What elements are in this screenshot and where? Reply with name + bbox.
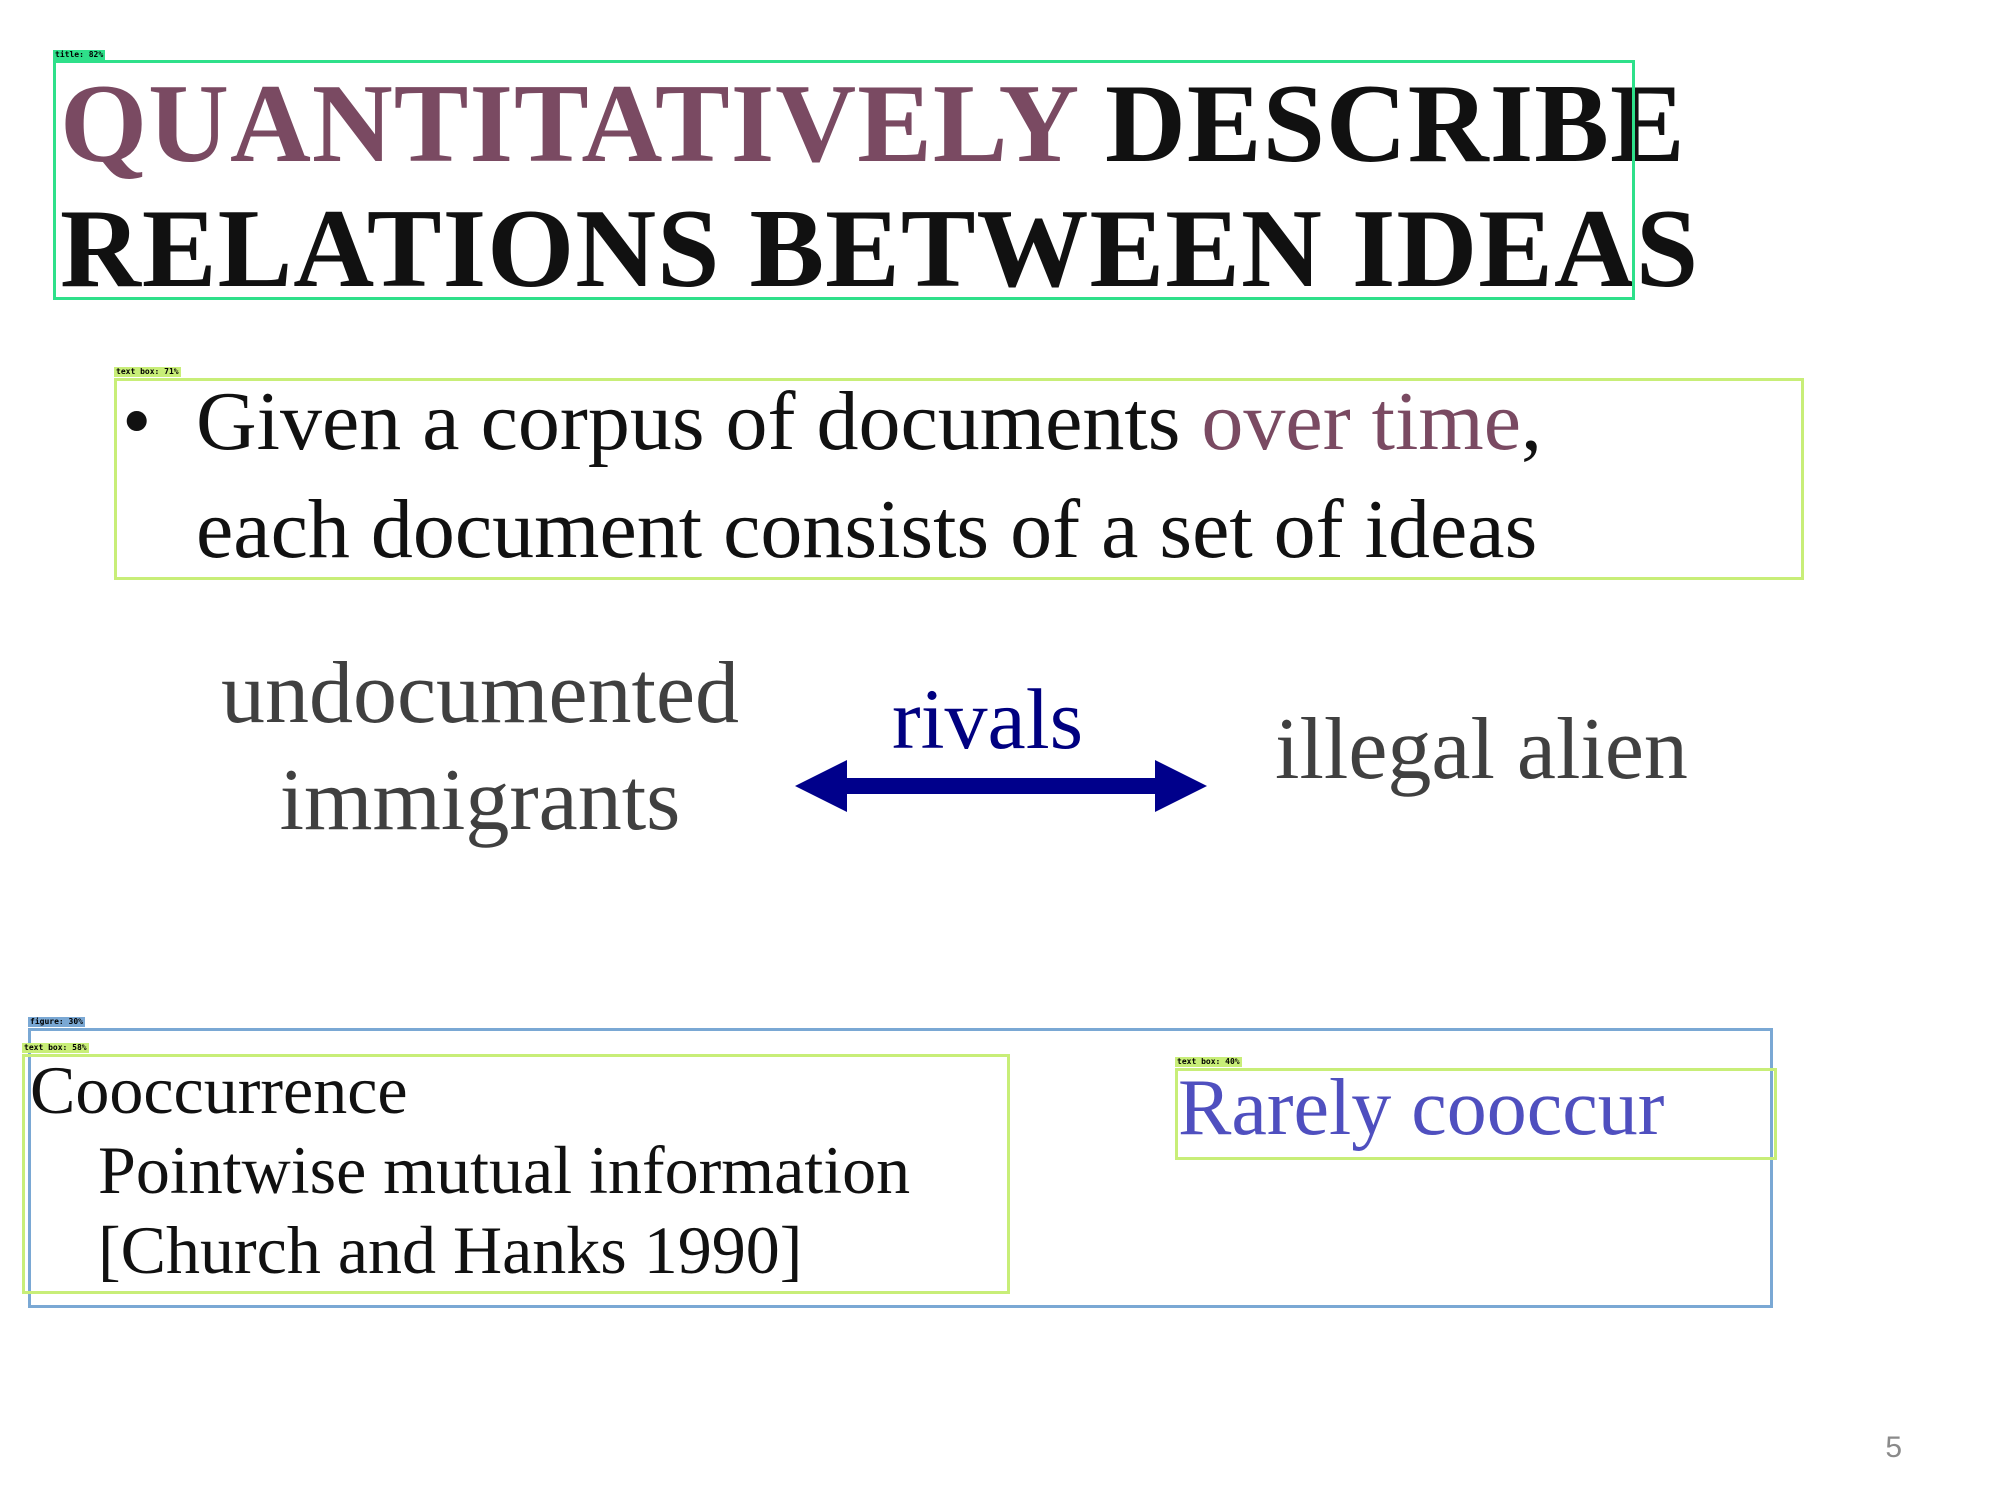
bullet-marker: • (122, 375, 152, 468)
title-line-1-rest: DESCRIBE (1105, 62, 1686, 186)
slide-title-line-2: RELATIONS BETWEEN IDEAS (60, 187, 1700, 311)
detection-label-main-text: text box: 71% (114, 367, 181, 377)
slide-title-line-1: QUANTITATIVELY DESCRIBE (60, 68, 1686, 180)
detection-label-cooccurrence: text box: 58% (22, 1043, 89, 1053)
detection-label-title: title: 82% (53, 50, 106, 60)
figure-sub-pmi: Pointwise mutual information (98, 1132, 911, 1208)
detection-box-cooccurrence (22, 1054, 1010, 1294)
title-highlight-word: QUANTITATIVELY (60, 62, 1077, 186)
detection-box-title (53, 60, 1635, 300)
figure-heading-cooccurrence: Cooccurrence (30, 1052, 408, 1128)
double-arrow-icon (795, 760, 1207, 812)
bullet-line-1-comma: , (1520, 375, 1542, 468)
concept-left-line-2: immigrants (279, 752, 681, 850)
concept-illegal-alien: illegal alien (1275, 701, 1688, 798)
relation-label-rivals: rivals (892, 671, 1084, 767)
bullet-line-1: Given a corpus of documents over time, (196, 380, 1542, 464)
page-number: 5 (1885, 1431, 1902, 1464)
detection-box-figure (28, 1028, 1773, 1308)
detection-box-main-text (114, 378, 1804, 580)
detection-label-figure: figure: 30% (28, 1017, 85, 1027)
detection-label-rarely-cooccur: text box: 40% (1175, 1057, 1242, 1067)
figure-caption-rarely-cooccur: Rarely cooccur (1178, 1064, 1665, 1152)
bullet-line-2: each document consists of a set of ideas (196, 483, 1538, 576)
concept-left-line-1: undocumented (220, 645, 740, 742)
bullet-line-1-start: Given a corpus of documents (196, 375, 1181, 468)
detection-box-rarely-cooccur (1175, 1068, 1777, 1160)
bullet-highlight-over-time: over time (1201, 375, 1521, 468)
concept-undocumented-immigrants: undocumented immigrants (170, 640, 790, 855)
double-arrow-shape (795, 760, 1207, 812)
figure-sub-citation: [Church and Hanks 1990] (98, 1212, 803, 1288)
